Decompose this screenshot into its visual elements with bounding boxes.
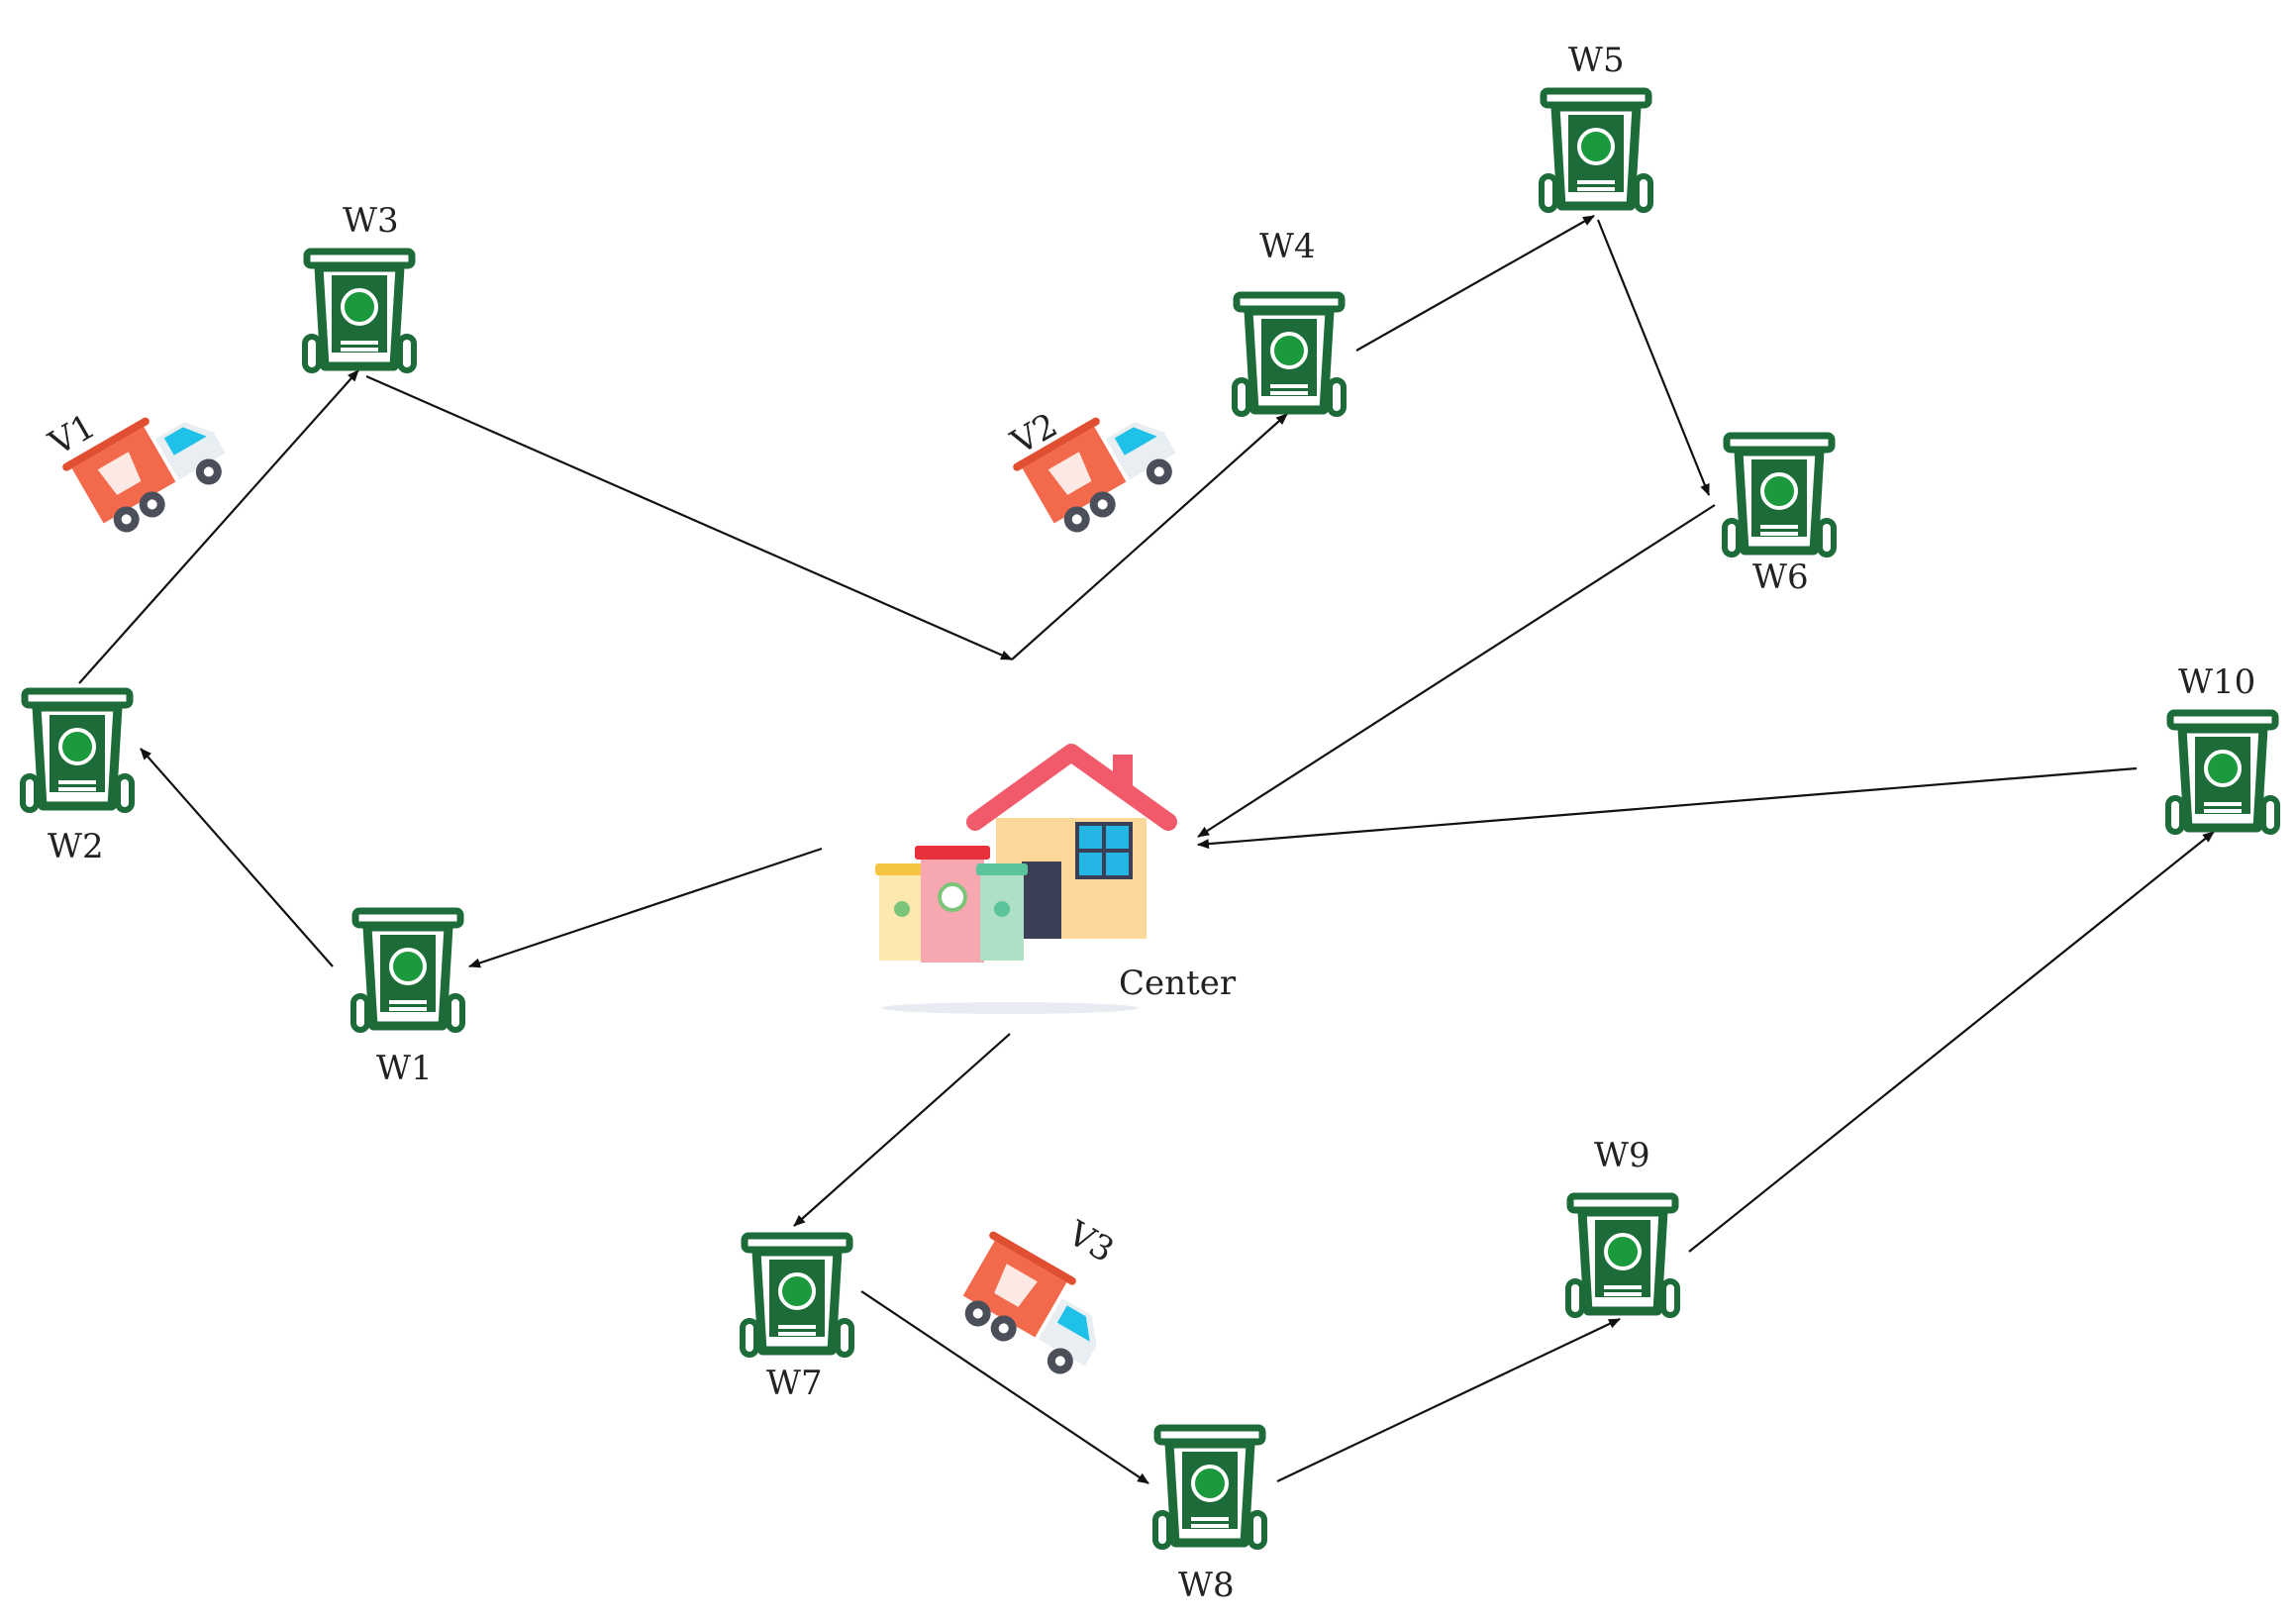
bin-label-w3: W3 bbox=[343, 201, 399, 241]
bin-node-w2[interactable]: W2 bbox=[23, 691, 132, 866]
bin-label-w1: W1 bbox=[376, 1049, 433, 1088]
wheelie-bin-icon bbox=[1235, 295, 1344, 414]
bin-label-w4: W4 bbox=[1259, 227, 1316, 266]
vehicle-v1[interactable]: V1 bbox=[42, 395, 236, 544]
collection-center-icon bbox=[875, 744, 1177, 1014]
bin-node-w4[interactable]: W4 bbox=[1235, 227, 1344, 414]
bin-node-w10[interactable]: W10 bbox=[2168, 662, 2277, 832]
bin-label-w10: W10 bbox=[2178, 662, 2255, 702]
bin-node-w3[interactable]: W3 bbox=[305, 201, 414, 370]
bin-label-w2: W2 bbox=[48, 827, 104, 866]
wheelie-bin-icon bbox=[305, 252, 414, 370]
arrow-w10-to-center bbox=[1197, 766, 2138, 850]
arrow-center-to-w1 bbox=[468, 847, 823, 968]
arrow-w4-to-w5 bbox=[1355, 215, 1595, 352]
wheelie-bin-icon bbox=[2168, 713, 2277, 832]
arrow-w6-to-center bbox=[1197, 504, 1716, 838]
arrow-w9-to-w10 bbox=[1688, 831, 2215, 1253]
bin-node-w1[interactable]: W1 bbox=[353, 911, 462, 1088]
arrow-w5-to-w6 bbox=[1596, 219, 1711, 496]
wheelie-bin-icon bbox=[353, 911, 462, 1030]
wheelie-bin-icon bbox=[1568, 1196, 1677, 1315]
bin-label-w8: W8 bbox=[1178, 1566, 1235, 1605]
route-arrows bbox=[78, 215, 2215, 1484]
bin-node-w8[interactable]: W8 bbox=[1155, 1428, 1264, 1605]
bin-label-w7: W7 bbox=[766, 1364, 823, 1403]
vehicle-label-v3: V3 bbox=[1060, 1213, 1121, 1270]
arrow-center-to-w7 bbox=[793, 1033, 1011, 1227]
vehicle-v2[interactable]: V2 bbox=[1004, 395, 1186, 544]
wheelie-bin-icon bbox=[1155, 1428, 1264, 1547]
bin-node-w9[interactable]: W9 bbox=[1568, 1136, 1677, 1315]
arrow-w7-to-w8 bbox=[860, 1290, 1149, 1484]
arrow-w3-to-junction bbox=[365, 374, 1013, 661]
collection-center: Center bbox=[875, 744, 1237, 1014]
arrow-w2-to-w3 bbox=[78, 369, 359, 684]
wheelie-bin-icon bbox=[1542, 91, 1650, 210]
bin-label-w6: W6 bbox=[1752, 558, 1809, 597]
arrow-junction-to-w4 bbox=[1011, 413, 1288, 660]
bin-node-w5[interactable]: W5 bbox=[1542, 41, 1650, 210]
vehicle-v3[interactable]: V3 bbox=[949, 1213, 1121, 1384]
center-label: Center bbox=[1119, 963, 1237, 1003]
wheelie-bin-icon bbox=[1725, 436, 1834, 555]
wheelie-bin-icon bbox=[23, 691, 132, 810]
arrow-w1-to-w2 bbox=[140, 748, 334, 967]
bin-label-w9: W9 bbox=[1594, 1136, 1650, 1175]
arrow-w8-to-w9 bbox=[1276, 1318, 1621, 1482]
garbage-truck-icon bbox=[66, 395, 236, 544]
bin-node-w6[interactable]: W6 bbox=[1725, 436, 1834, 597]
bin-label-w5: W5 bbox=[1568, 41, 1625, 80]
bin-node-w7[interactable]: W7 bbox=[743, 1236, 851, 1403]
wheelie-bin-icon bbox=[743, 1236, 851, 1355]
